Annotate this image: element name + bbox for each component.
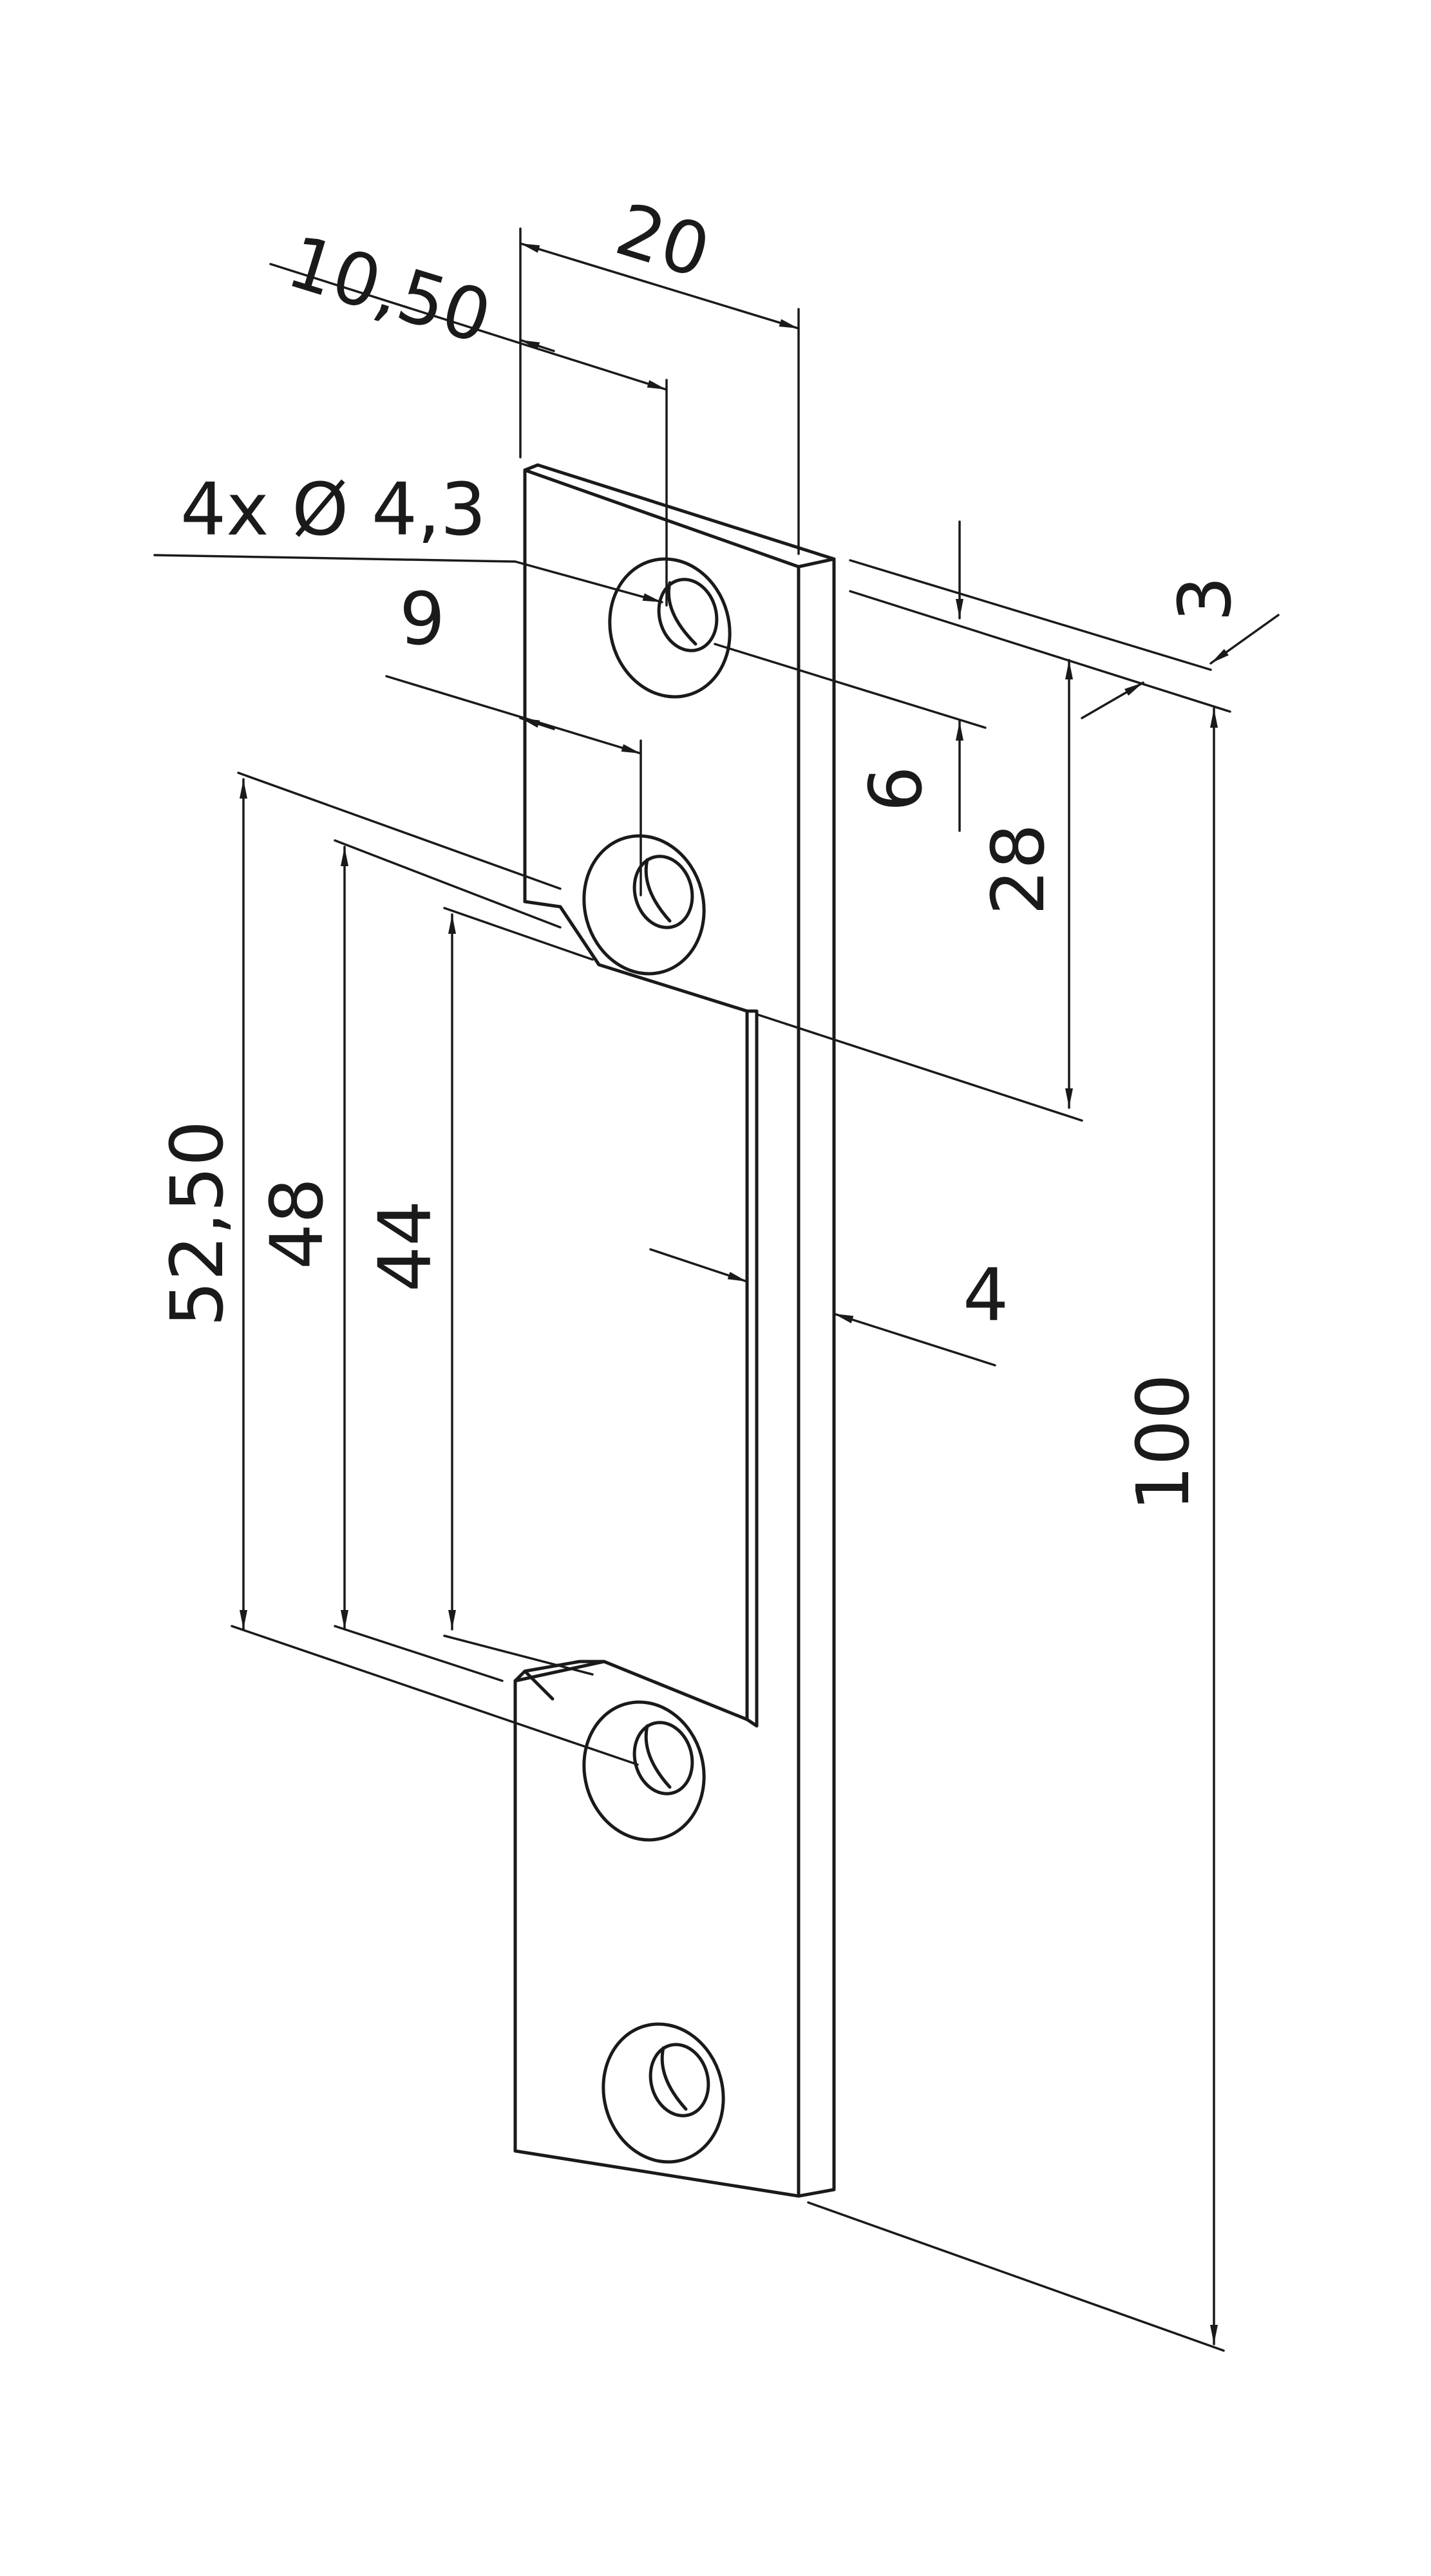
dim-9-line xyxy=(385,675,642,755)
label-holes: 4x Ø 4,3 xyxy=(180,468,486,552)
strike-plate xyxy=(513,463,836,2198)
ext-48-top xyxy=(334,839,562,929)
holes-leader-base xyxy=(153,554,516,563)
label-6: 6 xyxy=(855,766,938,811)
dim-9-arrow xyxy=(519,717,555,730)
ext-52-top xyxy=(237,772,562,890)
dim-10-50-arrow xyxy=(519,339,555,352)
dimension-lines xyxy=(153,227,1280,2352)
hole-2 xyxy=(582,834,706,976)
slot-inner-edge xyxy=(745,1009,759,1728)
label-28: 28 xyxy=(977,824,1061,916)
label-52-50: 52,50 xyxy=(156,1121,240,1327)
dim-20-line xyxy=(519,242,800,330)
label-44: 44 xyxy=(364,1200,448,1293)
plate-top-edge xyxy=(523,463,836,569)
dim-3-lower xyxy=(1081,681,1144,719)
dim-3-upper xyxy=(1209,614,1280,665)
label-9: 9 xyxy=(399,578,445,661)
holes xyxy=(582,557,732,2164)
ext-3 xyxy=(849,590,1231,713)
label-20: 20 xyxy=(607,188,719,295)
hole-3 xyxy=(582,1700,706,1842)
ext-44-bottom xyxy=(443,1634,594,1676)
ext-44-top xyxy=(443,907,594,961)
label-3: 3 xyxy=(1164,576,1247,621)
ext-28-bottom xyxy=(755,1013,1083,1122)
slot-bottom-notch xyxy=(513,1660,606,1701)
label-100: 100 xyxy=(1122,1374,1206,1511)
dimension-labels: 10,50 20 4x Ø 4,3 9 6 3 28 52,50 48 44 4… xyxy=(156,188,1247,1511)
slot-top-notch xyxy=(523,880,601,967)
label-10-50: 10,50 xyxy=(278,220,500,361)
ext-52-bottom xyxy=(231,1625,639,1766)
dim-4-right xyxy=(833,1312,996,1367)
dim-10-50-line xyxy=(269,263,668,391)
ext-6-bottom xyxy=(714,643,987,729)
ext-6-top xyxy=(849,559,1212,671)
label-4: 4 xyxy=(963,1254,1009,1338)
ext-100-bottom xyxy=(807,2201,1225,2352)
dim-4-left xyxy=(649,1248,748,1283)
plate-front-face xyxy=(513,468,801,2198)
ext-48-bottom xyxy=(334,1625,504,1682)
label-48: 48 xyxy=(256,1178,339,1270)
plate-side-edge xyxy=(797,557,836,2198)
hole-4 xyxy=(602,2022,725,2164)
holes-leader-arrow xyxy=(514,560,663,603)
hole-1 xyxy=(608,557,732,699)
